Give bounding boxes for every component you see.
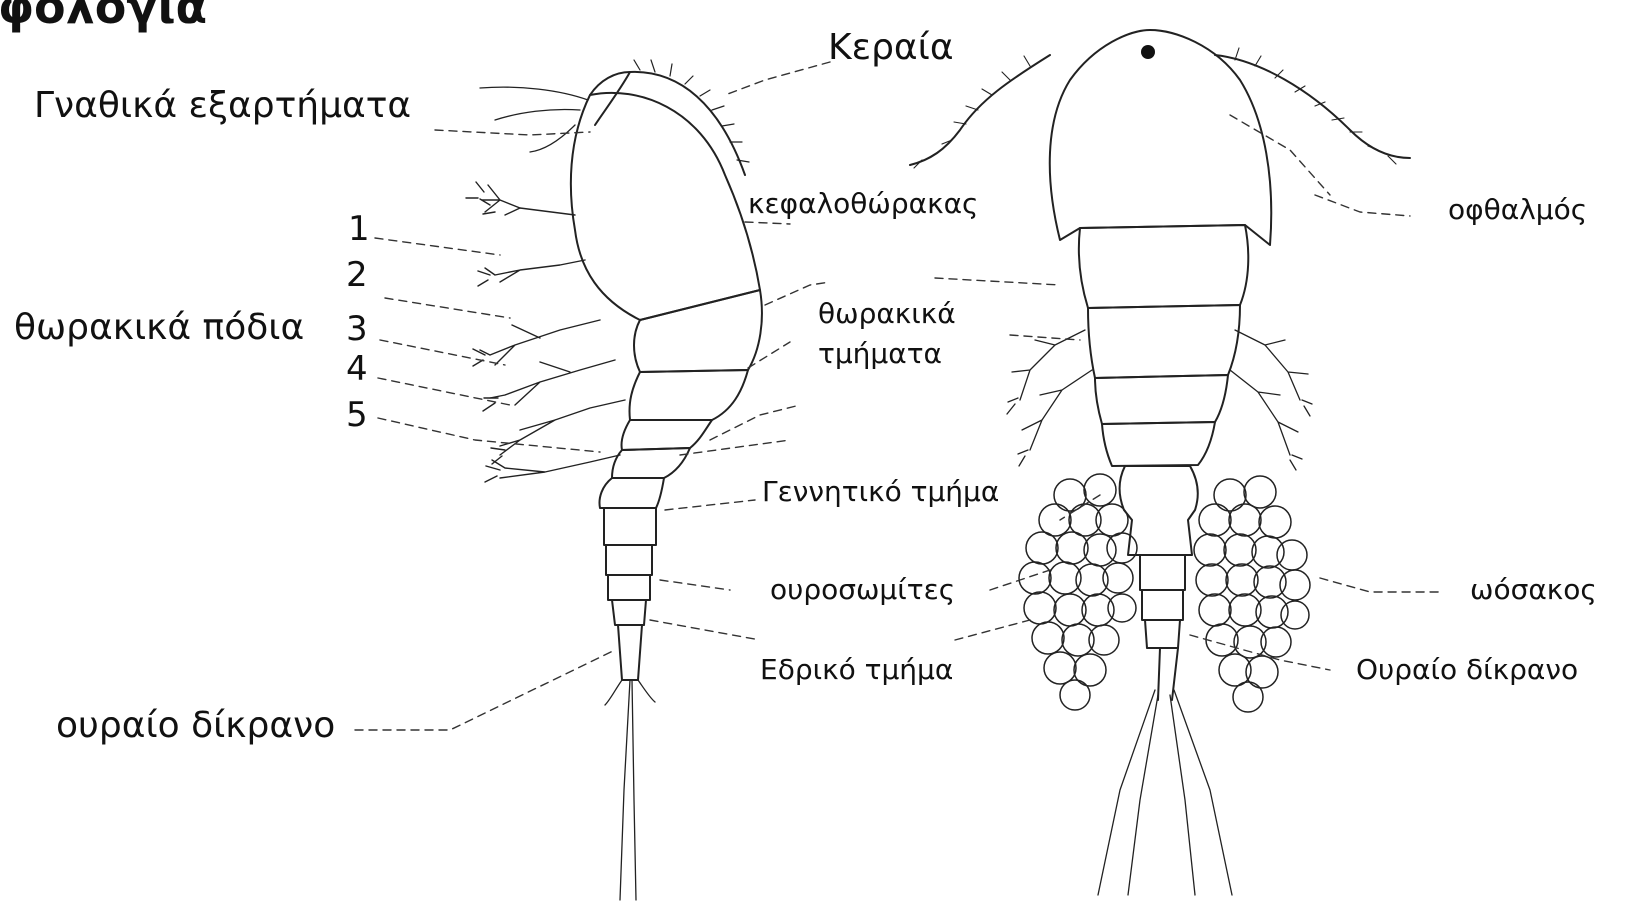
label-eye: οφθαλμός [1448, 196, 1587, 224]
dorsal-furca-setae [1098, 690, 1232, 895]
label-mouthparts: Γναθικά εξαρτήματα [34, 88, 411, 124]
dorsal-thorax-seg2 [1088, 305, 1240, 378]
label-caudal-furca-right: Ουραίο δίκρανο [1356, 656, 1578, 684]
lateral-urosome [604, 508, 656, 625]
dorsal-view-copepod [910, 30, 1410, 895]
dorsal-legs [1007, 330, 1312, 470]
egg-sac-left [1019, 474, 1137, 710]
lateral-view-copepod [466, 60, 762, 900]
egg-sac-right [1194, 476, 1310, 712]
dorsal-antenna-left [910, 55, 1050, 165]
leg-number-4: 4 [346, 352, 368, 386]
label-egg-sac: ωόσακος [1470, 576, 1597, 604]
dorsal-genital-segment [1120, 466, 1198, 555]
dorsal-eye [1141, 45, 1155, 59]
label-thoracic-legs: θωρακικά πόδια [14, 310, 304, 346]
lateral-rostrum [590, 72, 630, 125]
lateral-furca [618, 625, 642, 680]
lateral-genital-segment [600, 478, 665, 508]
label-urosomites: ουροσωμίτες [770, 576, 955, 604]
label-caudal-furca-left: ουραίο δίκρανο [56, 708, 335, 744]
lateral-thorax-seg2 [629, 370, 748, 420]
label-thoracic-segments-line2: τμήματα [818, 340, 942, 368]
lateral-antenna [630, 72, 745, 175]
label-antenna: Κεραία [828, 30, 954, 66]
lateral-cephalothorax [571, 93, 760, 320]
lateral-thorax-seg1 [634, 290, 762, 372]
lateral-legs [466, 182, 625, 482]
dorsal-urosome [1140, 555, 1185, 648]
dorsal-cephalothorax [1050, 30, 1271, 245]
page-title: φολογία [0, 0, 207, 30]
label-cephalothorax: κεφαλοθώρακας [748, 190, 978, 218]
dorsal-thorax-seg3 [1095, 375, 1228, 424]
leg-number-2: 2 [346, 258, 368, 292]
leg-number-1: 1 [348, 212, 370, 246]
dorsal-thorax-seg4 [1102, 422, 1215, 466]
lateral-mouthparts [480, 87, 588, 152]
label-thoracic-segments-line1: θωρακικά [818, 300, 956, 328]
lateral-thorax-seg3 [621, 420, 712, 450]
leg-number-3: 3 [346, 312, 368, 346]
leader-lines [355, 62, 1440, 730]
leg-number-5: 5 [346, 398, 368, 432]
lateral-thorax-seg4 [612, 448, 690, 478]
dorsal-antenna-right [1215, 55, 1410, 158]
lateral-furca-setae [605, 680, 655, 900]
dorsal-thorax-seg1 [1079, 225, 1248, 308]
label-genital-segment: Γεννητικό τμήμα [762, 478, 999, 506]
label-anal-segment: Εδρικό τμήμα [760, 656, 953, 684]
